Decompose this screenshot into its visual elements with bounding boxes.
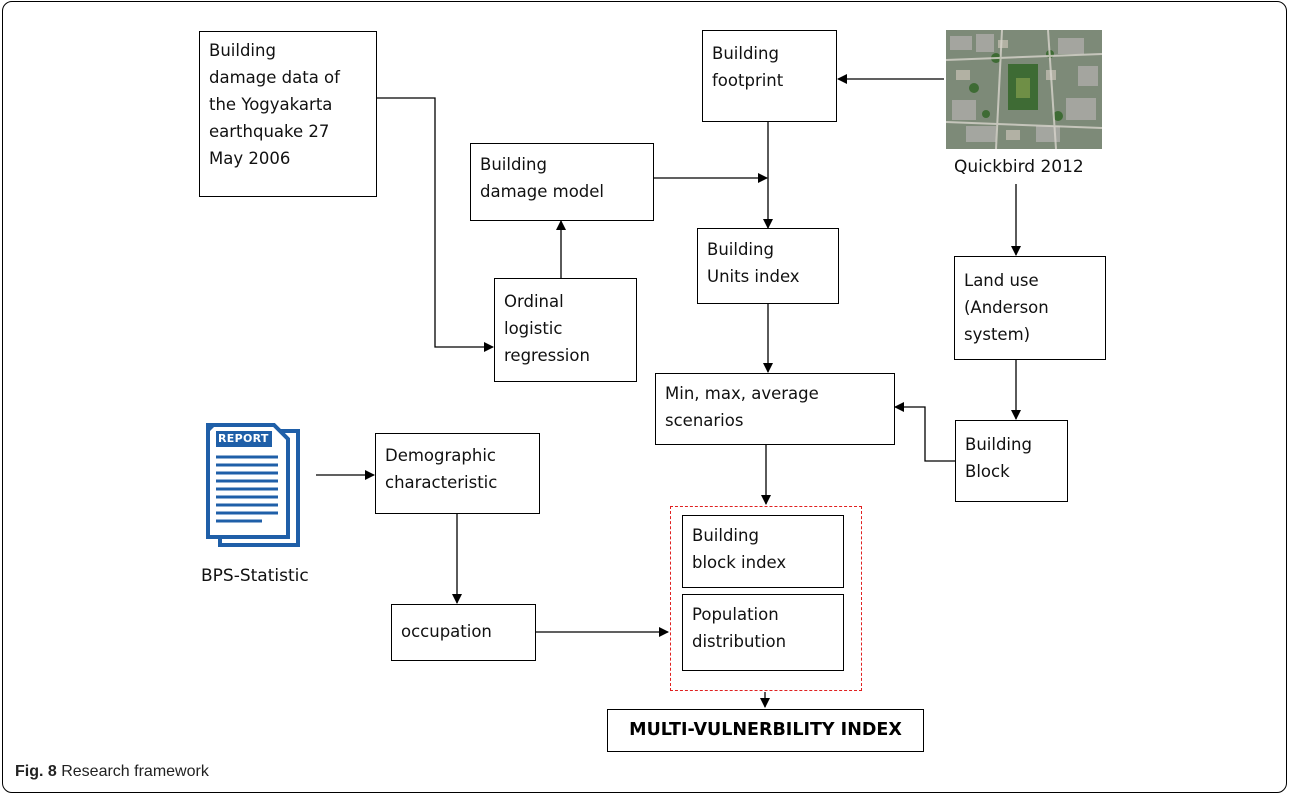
footprint-box: Building footprint xyxy=(702,30,837,122)
report-document-icon: REPORT xyxy=(202,423,312,547)
population-box: Population distribution xyxy=(682,594,844,671)
quickbird-satellite-image xyxy=(946,30,1102,149)
caption-fig-number: Fig. 8 xyxy=(15,763,57,780)
damage-data-box: Building damage data of the Yogyakarta e… xyxy=(199,31,377,197)
ordinal-regression-box: Ordinal logistic regression xyxy=(494,278,637,382)
land-use-box: Land use (Anderson system) xyxy=(954,256,1106,360)
caption-text: Research framework xyxy=(56,763,209,780)
figure-caption: Fig. 8 Research framework xyxy=(15,763,209,781)
scenarios-box: Min, max, average scenarios xyxy=(655,373,895,445)
units-index-box: Building Units index xyxy=(697,228,839,304)
multi-vulnerability-index-box: MULTI-VULNERBILITY INDEX xyxy=(607,709,924,752)
bps-statistic-label: BPS-Statistic xyxy=(201,566,309,586)
damage-model-box: Building damage model xyxy=(470,143,654,221)
arrow-block-to-scenarios xyxy=(894,402,955,462)
report-icon-text: REPORT xyxy=(218,432,269,445)
quickbird-label: Quickbird 2012 xyxy=(954,157,1084,177)
block-index-box: Building block index xyxy=(682,515,844,588)
index-group-dashed xyxy=(670,506,862,691)
demographic-box: Demographic characteristic xyxy=(375,433,540,514)
building-block-box: Building Block xyxy=(955,420,1068,502)
occupation-box: occupation xyxy=(391,604,536,661)
arrow-damage-to-ordinal xyxy=(376,97,494,352)
